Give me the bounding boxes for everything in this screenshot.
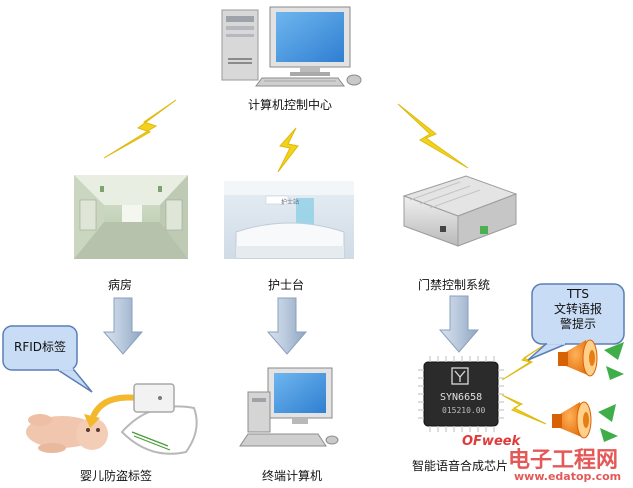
terminal-computer <box>239 367 339 447</box>
chip-code: 015210.00 <box>442 406 486 415</box>
loudspeaker-icon <box>552 339 624 442</box>
ward-photo <box>74 175 188 259</box>
voice-chip <box>418 356 504 432</box>
label-control-center: 计算机控制中心 <box>248 98 333 112</box>
tts-callout-line1: TTS <box>566 287 590 301</box>
tts-callout-line3: 警提示 <box>559 317 596 331</box>
lightning-bolt-icon <box>103 99 547 425</box>
watermark-brand: OFweek <box>462 434 521 449</box>
rfid-callout-bubble <box>2 325 93 393</box>
nurse-station-sign: 护士站 <box>281 199 300 206</box>
control-center-computer <box>221 6 362 87</box>
label-voice-chip: 智能语音合成芯片 <box>412 459 509 473</box>
rfid-callout-text: RFID标签 <box>13 340 67 354</box>
tts-callout-text: TTS 文转语报 警提示 <box>532 287 624 332</box>
label-baby-tag: 婴儿防盗标签 <box>80 469 153 483</box>
watermark-cn: 电子工程网 <box>508 448 619 473</box>
label-nurse-station: 护士台 <box>268 278 305 292</box>
tts-callout-bubble <box>527 283 625 361</box>
watermark-url: www.edatop.com <box>514 470 622 483</box>
access-control-box <box>402 175 518 247</box>
baby-tag-photo <box>26 383 198 455</box>
nurse-station-photo <box>224 181 354 259</box>
down-arrow-icon <box>102 295 480 355</box>
tts-callout-line2: 文转语报 <box>553 302 602 316</box>
label-terminal: 终端计算机 <box>262 469 323 483</box>
chip-model: SYN6658 <box>440 392 483 403</box>
label-ward: 病房 <box>108 278 133 292</box>
label-access-control: 门禁控制系统 <box>418 278 491 292</box>
